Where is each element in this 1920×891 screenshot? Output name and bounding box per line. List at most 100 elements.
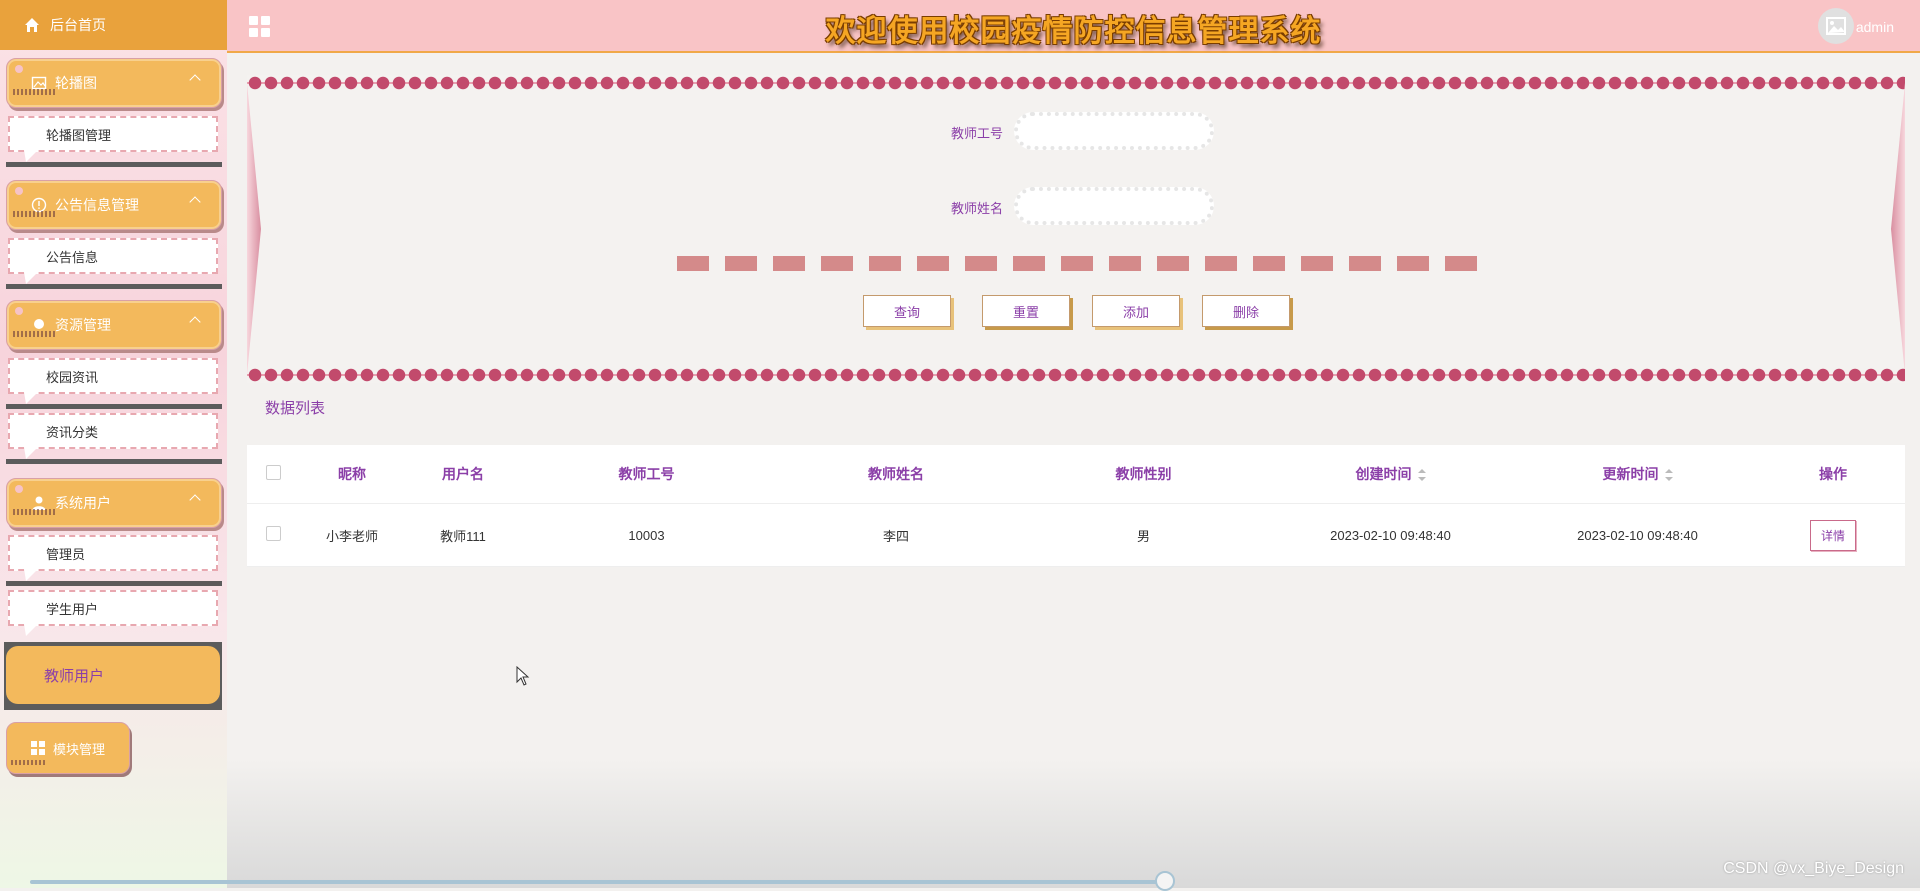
divider — [6, 284, 222, 289]
reset-button[interactable]: 重置 — [982, 295, 1070, 327]
teacher-no-input[interactable] — [1014, 112, 1214, 150]
sidebar-item-news-category[interactable]: 资讯分类 — [8, 413, 218, 459]
sidebar-item-label: 管理员 — [46, 546, 86, 562]
detail-button[interactable]: 详情 — [1809, 519, 1856, 551]
scrollbar-thumb[interactable] — [1155, 871, 1175, 891]
table-cell: 小李老师 — [325, 528, 378, 544]
sidebar-item-admin[interactable]: 管理员 — [8, 535, 218, 581]
button-label: 添加 — [1122, 304, 1149, 320]
sidebar-item-label: 教师用户 — [44, 667, 105, 685]
query-button[interactable]: 查询 — [863, 295, 951, 327]
menu-group-label: 系统用户 — [55, 495, 111, 511]
horizontal-scrollbar[interactable] — [30, 880, 1170, 884]
teacher-name-label: 教师姓名 — [950, 201, 1003, 216]
select-all-cell[interactable] — [247, 465, 299, 483]
teacher-no-label: 教师工号 — [950, 126, 1003, 141]
action-cell: 详情 — [1761, 519, 1905, 551]
module-management-button[interactable]: 模块管理 — [6, 722, 130, 774]
data-table: 昵称 用户名 教师工号 教师姓名 教师性别 创建时间 更新时间 操作 小李老师 … — [247, 445, 1905, 567]
decorative-border-right — [1891, 83, 1905, 375]
column-header: 教师工号 — [618, 466, 675, 482]
decorative-dot — [15, 187, 23, 195]
sidebar-item-campus-news[interactable]: 校园资讯 — [8, 358, 218, 404]
image-icon — [31, 76, 47, 90]
select-all-checkbox[interactable] — [265, 465, 281, 480]
teacher-name-input[interactable] — [1014, 187, 1214, 225]
table-cell: 2023-02-10 09:48:40 — [1330, 527, 1451, 543]
button-label: 删除 — [1232, 304, 1259, 320]
menu-toggle-grid-icon[interactable] — [249, 16, 271, 38]
search-panel: 教师工号 教师姓名 查询 重置 添加 删除 — [247, 75, 1905, 383]
sidebar-item-label: 校园资讯 — [46, 369, 99, 385]
bottom-fade — [227, 760, 1920, 888]
column-header: 教师姓名 — [868, 466, 924, 482]
menu-group-carousel[interactable]: 轮播图 — [6, 58, 222, 108]
decorative-border-top — [247, 75, 1905, 91]
chevron-up-icon — [189, 196, 201, 208]
sidebar-item-label: 公告信息 — [46, 249, 99, 265]
avatar[interactable] — [1818, 8, 1854, 44]
sidebar-home-link[interactable]: 后台首页 — [0, 0, 227, 50]
table-cell: 教师111 — [440, 528, 486, 544]
column-header-label: 更新时间 — [1602, 466, 1659, 482]
divider — [6, 459, 222, 464]
menu-group-label: 轮播图 — [55, 75, 97, 91]
decorative-border-bottom — [247, 367, 1905, 383]
row-select-cell[interactable] — [247, 526, 299, 544]
sidebar-item-teacher-users[interactable]: 教师用户 — [6, 646, 220, 704]
sidebar-item-carousel-manage[interactable]: 轮播图管理 — [8, 116, 218, 162]
menu-group-notice[interactable]: 公告信息管理 — [6, 180, 222, 230]
row-checkbox[interactable] — [265, 526, 281, 541]
divider — [6, 404, 222, 409]
site-title: 欢迎使用校园疫情防控信息管理系统 — [825, 15, 1322, 48]
sort-icon[interactable] — [1417, 469, 1426, 482]
sidebar-item-notice[interactable]: 公告信息 — [8, 238, 218, 284]
column-header-sortable[interactable]: 更新时间 — [1514, 464, 1761, 484]
list-title: 数据列表 — [265, 400, 326, 417]
sidebar-item-label: 轮播图管理 — [46, 127, 112, 143]
table-row: 小李老师 教师111 10003 李四 男 2023-02-10 09:48:4… — [247, 504, 1905, 567]
add-button[interactable]: 添加 — [1092, 295, 1180, 327]
sidebar-item-label: 资讯分类 — [46, 424, 99, 440]
button-label: 重置 — [1012, 304, 1039, 320]
home-icon — [25, 18, 39, 32]
decorative-border-left — [247, 83, 261, 375]
column-header-label: 创建时间 — [1355, 466, 1412, 482]
module-label: 模块管理 — [53, 741, 106, 757]
table-cell: 10003 — [628, 527, 665, 543]
username-label[interactable]: admin — [1855, 19, 1894, 35]
sort-icon[interactable] — [1664, 469, 1673, 482]
button-label: 查询 — [893, 304, 920, 320]
watermark: CSDN @vx_Biye_Design — [1723, 860, 1904, 877]
decorative-dash-row — [677, 256, 1477, 271]
decorative-dot — [15, 485, 23, 493]
decorative-wave — [11, 760, 47, 765]
table-header-row: 昵称 用户名 教师工号 教师姓名 教师性别 创建时间 更新时间 操作 — [247, 445, 1905, 504]
table-cell: 2023-02-10 09:48:40 — [1577, 527, 1698, 543]
grid-icon — [31, 741, 45, 755]
image-placeholder-icon — [1826, 17, 1846, 35]
menu-group-label: 公告信息管理 — [55, 197, 139, 213]
decorative-wave — [13, 331, 55, 337]
sidebar-item-student-users[interactable]: 学生用户 — [8, 590, 218, 636]
chevron-up-icon — [189, 494, 201, 506]
decorative-wave — [13, 509, 55, 515]
delete-button[interactable]: 删除 — [1202, 295, 1290, 327]
column-header: 教师性别 — [1115, 466, 1172, 482]
location-icon — [34, 319, 44, 329]
decorative-wave — [13, 211, 55, 217]
top-header: 欢迎使用校园疫情防控信息管理系统 admin — [227, 0, 1920, 53]
mouse-cursor-icon — [516, 666, 530, 686]
column-header: 操作 — [1819, 466, 1847, 482]
menu-group-system-users[interactable]: 系统用户 — [6, 478, 222, 528]
decorative-dot — [15, 307, 23, 315]
chevron-up-icon — [189, 316, 201, 328]
sidebar-home-label: 后台首页 — [50, 17, 106, 33]
column-header-sortable[interactable]: 创建时间 — [1267, 464, 1514, 484]
menu-group-label: 资源管理 — [55, 317, 111, 333]
chevron-up-icon — [189, 74, 201, 86]
divider — [6, 162, 222, 167]
decorative-wave — [13, 89, 55, 95]
sidebar-item-label: 学生用户 — [46, 601, 99, 617]
menu-group-resource[interactable]: 资源管理 — [6, 300, 222, 350]
